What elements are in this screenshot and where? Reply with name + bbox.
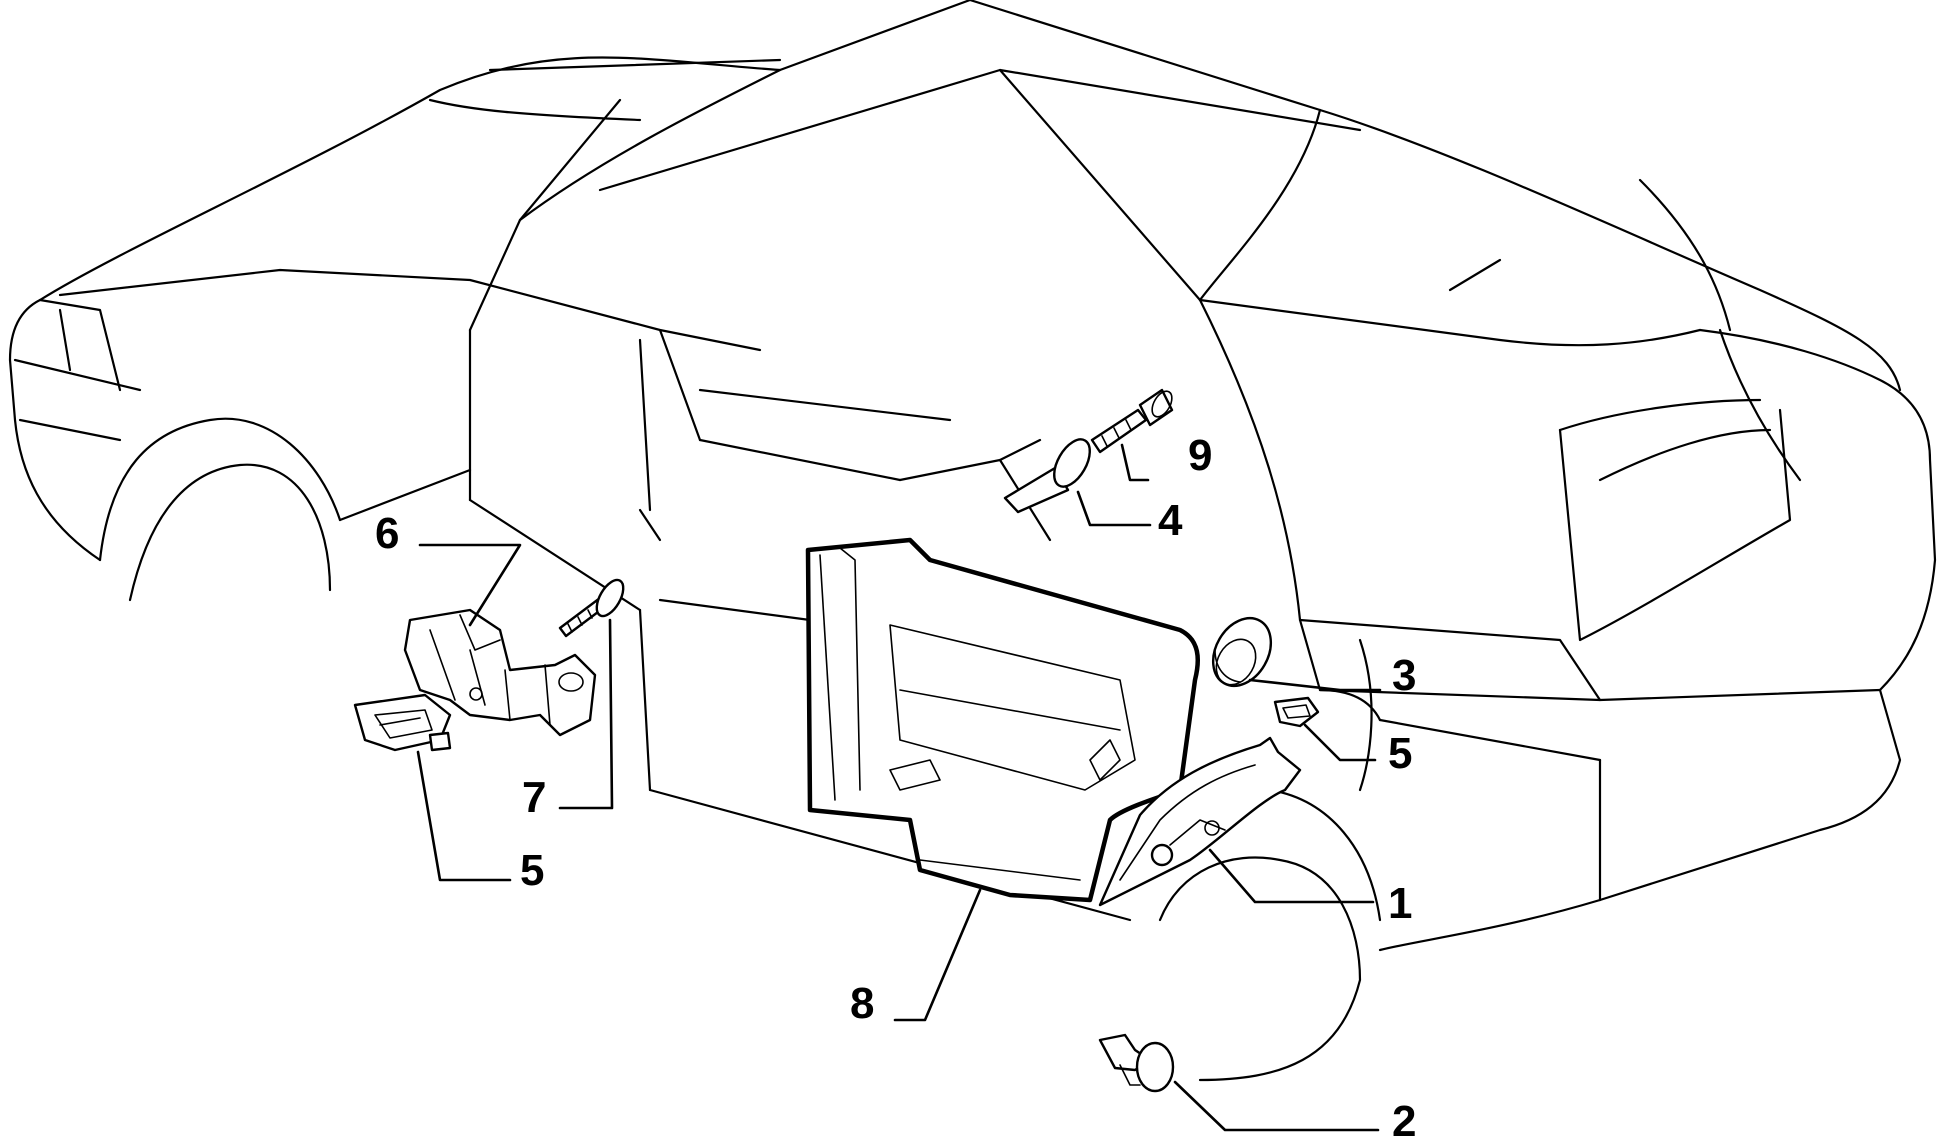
callout-8: 8: [850, 979, 874, 1028]
leader-8: [893, 888, 982, 1022]
part-3-grommet: [1211, 617, 1273, 687]
part-4-rivet: [1003, 438, 1091, 514]
part-1-arch-liner: [1098, 736, 1302, 907]
part-6-bracket: [403, 608, 597, 737]
part-9-screw: [1090, 388, 1174, 454]
part-5-clip-right: [1273, 696, 1320, 728]
callout-6: 6: [375, 509, 399, 558]
callout-1: 1: [1388, 879, 1412, 928]
leader-lines: [416, 443, 1382, 1132]
callout-5a: 5: [520, 846, 544, 895]
leader-5b: [1303, 723, 1377, 762]
leader-7: [558, 618, 614, 810]
leader-4: [1076, 490, 1152, 527]
part-5-clip-left: [353, 693, 452, 752]
callout-labels: 1 2 3 4 5 5 6 7 8 9: [375, 431, 1416, 1136]
leader-6: [418, 543, 522, 627]
leader-9: [1120, 443, 1150, 482]
callout-2: 2: [1392, 1097, 1416, 1136]
part-2-push-clip: [1098, 1033, 1175, 1093]
callout-9: 9: [1188, 431, 1212, 480]
car-body-outline: [8, 0, 1937, 1082]
callout-3: 3: [1392, 651, 1416, 700]
leader-3: [1248, 678, 1382, 692]
part-7-screw: [558, 578, 625, 638]
callout-4: 4: [1158, 496, 1183, 545]
leader-5a: [416, 750, 512, 882]
callout-5b: 5: [1388, 729, 1412, 778]
leader-2: [1173, 1080, 1380, 1132]
callout-7: 7: [522, 773, 546, 822]
leader-1: [1208, 848, 1375, 904]
